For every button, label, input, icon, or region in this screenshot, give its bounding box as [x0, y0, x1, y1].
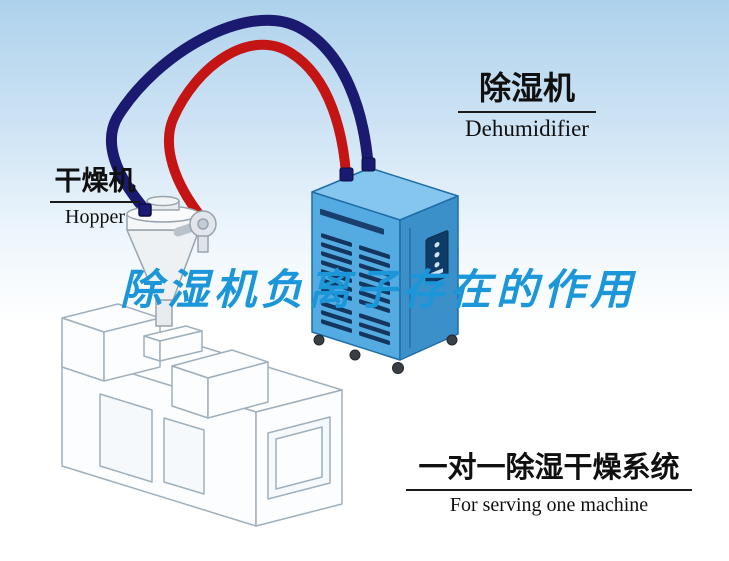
dehumidifier-side-details [409, 227, 449, 349]
hopper-unit [126, 195, 217, 327]
caster-wheel [349, 349, 361, 361]
extruder-panel-inner [275, 426, 323, 490]
page-title: 除湿机负离子存在的作用 [120, 266, 638, 313]
dehumidifier-vents [320, 208, 390, 345]
pipe-connectors [339, 157, 376, 182]
dehumidifier-label-rule [458, 110, 596, 113]
caster-wheel [392, 362, 404, 374]
dehumidifier-label-zh: 除湿机 [478, 70, 575, 106]
supply-pipe-navy [105, 14, 374, 218]
dehumidifier-label: 除湿机 Dehumidifier [458, 70, 596, 142]
caster-wheels [313, 334, 458, 374]
dehumidifier-label-en: Dehumidifier [465, 115, 589, 141]
hopper-label: 干燥机 Hopper [50, 166, 140, 229]
extruder-feed-block [143, 325, 203, 362]
caster-wheel [446, 334, 458, 346]
extruder-mid-box [171, 349, 269, 419]
extruder-machine [61, 303, 343, 527]
hopper-inlet-fitting [138, 203, 152, 217]
system-label-zh: 一对一除湿干燥系统 [418, 452, 680, 484]
extruder-gearbox [61, 303, 161, 382]
return-pipe-red [163, 39, 351, 223]
dehumidifier-unit [311, 167, 459, 374]
pipe-connector [339, 167, 354, 182]
caster-wheel [313, 334, 325, 346]
extruder-panel [99, 393, 153, 483]
pump-outlet [197, 235, 209, 253]
system-label-rule [406, 489, 692, 492]
extruder-panels [99, 393, 331, 500]
hopper-label-zh: 干燥机 [54, 166, 136, 196]
hopper-label-en: Hopper [65, 206, 125, 229]
hopper-label-rule [50, 201, 140, 204]
extruder-panel [163, 417, 205, 495]
system-label-en: For serving one machine [449, 494, 649, 517]
system-label: 一对一除湿干燥系统 For serving one machine [406, 452, 692, 517]
pipe-connector [361, 157, 376, 172]
